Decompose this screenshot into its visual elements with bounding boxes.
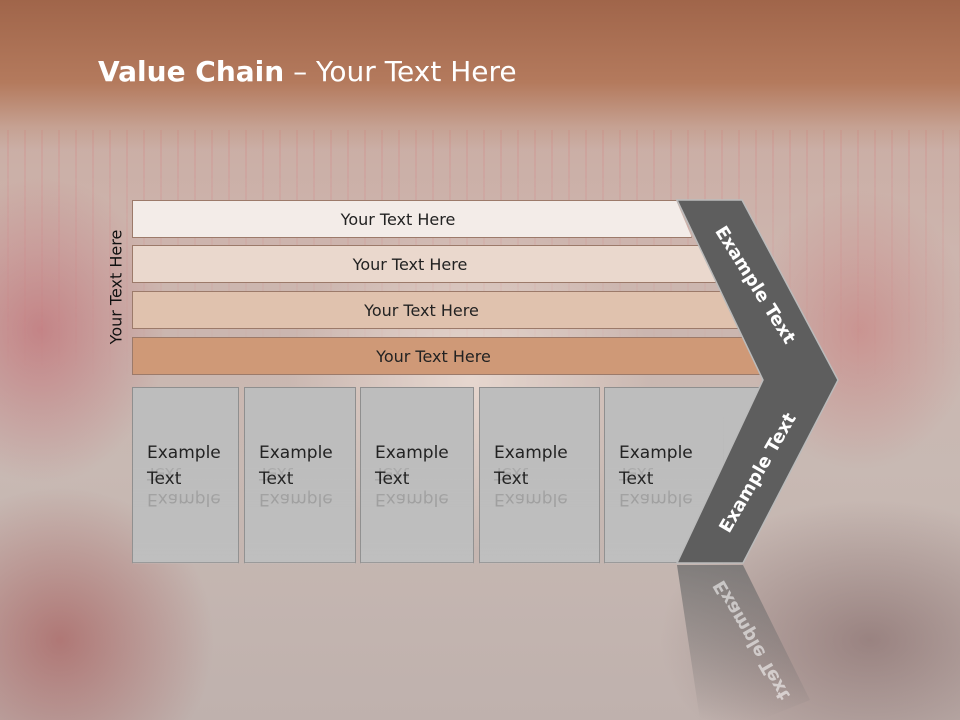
support-row-2[interactable]: Your Text Here <box>132 245 716 283</box>
slide-title-bold: Value Chain <box>98 55 285 88</box>
slide-title-rest: – Your Text Here <box>284 55 517 88</box>
primary-card-5-line2: Text <box>619 469 654 489</box>
slide-title: Value Chain – Your Text Here <box>98 55 517 88</box>
primary-card-1-line2: Text <box>147 469 182 489</box>
reflection-3-line1: Example <box>375 489 449 509</box>
primary-card-4-line2: Text <box>494 469 529 489</box>
reflection-1-line1: Example <box>147 489 221 509</box>
title-banner <box>0 0 960 150</box>
support-row-4-label: Your Text Here <box>376 346 491 366</box>
primary-card-3-line2: Text <box>375 469 410 489</box>
support-row-1[interactable]: Your Text Here <box>132 200 692 238</box>
support-row-1-label: Your Text Here <box>340 209 456 229</box>
primary-card-4-line1: Example <box>494 443 568 463</box>
support-row-2-label: Your Text Here <box>352 254 468 274</box>
reflection-1-line2: Text <box>147 463 182 483</box>
primary-card-2-line1: Example <box>259 443 333 463</box>
primary-card-3-line1: Example <box>375 443 449 463</box>
support-row-4[interactable]: Your Text Here <box>132 337 763 375</box>
primary-card-2-line2: Text <box>259 469 294 489</box>
side-label-text: Your Text Here <box>106 229 126 345</box>
reflection-4-line2: Text <box>494 463 529 483</box>
reflection-2-line2: Text <box>259 463 294 483</box>
reflection-5-line2: Text <box>619 463 654 483</box>
support-row-3[interactable]: Your Text Here <box>132 291 739 329</box>
primary-card-5-line1: Example <box>619 443 693 463</box>
support-row-3-label: Your Text Here <box>364 300 479 320</box>
reflection-3-line2: Text <box>375 463 410 483</box>
primary-card-1-line1: Example <box>147 443 221 463</box>
reflection-2-line1: Example <box>259 489 333 509</box>
reflection-4-line1: Example <box>494 489 568 509</box>
reflection-5-line1: Example <box>619 489 693 509</box>
